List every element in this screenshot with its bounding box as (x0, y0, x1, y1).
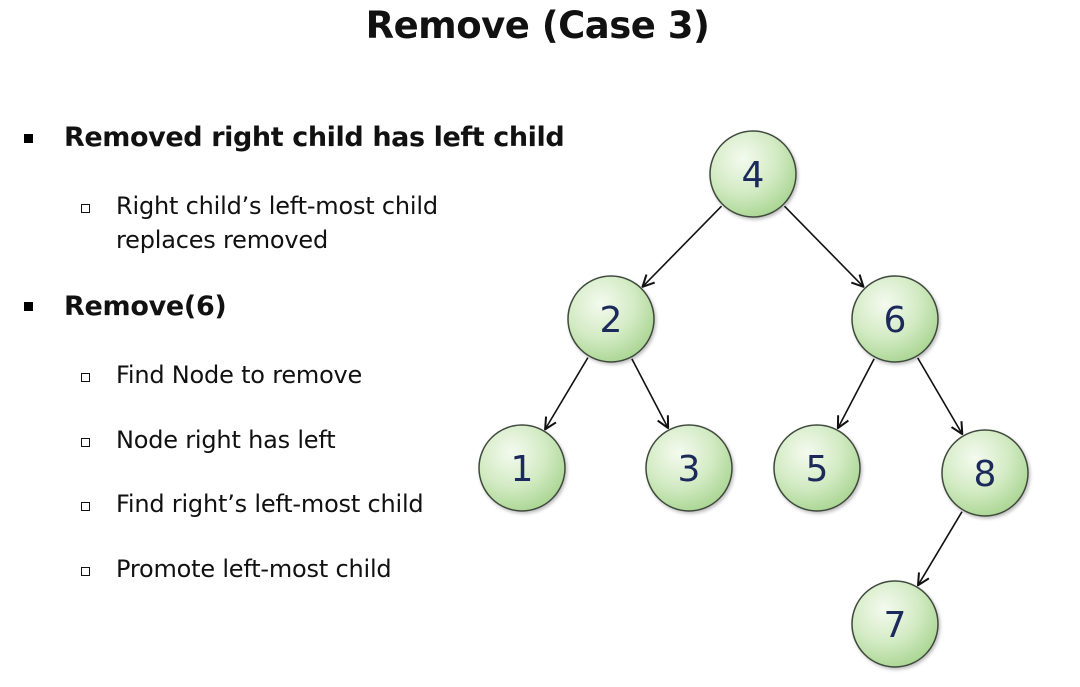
node-circle (567, 275, 655, 363)
sub-bullet-text-continued: replaces removed (116, 226, 328, 254)
hollow-square-bullet-icon (81, 438, 90, 447)
slide-title: Remove (Case 3) (365, 4, 710, 47)
tree-edge-4-6 (783, 205, 865, 288)
square-bullet-icon (24, 302, 33, 311)
node-label: 4 (742, 155, 765, 196)
node-circle (851, 580, 939, 668)
node-label: 5 (806, 449, 829, 490)
tree-node-6: 6 (851, 275, 939, 363)
tree-edge-2-3 (631, 358, 670, 430)
node-label: 8 (974, 454, 997, 495)
sub-bullet-text: Right child’s left-most child (116, 192, 438, 220)
node-circle (645, 424, 733, 512)
node-label: 2 (600, 300, 623, 341)
bullet-remove-6: Remove(6) (64, 291, 227, 322)
tree-edge-6-5 (836, 358, 875, 430)
tree-node-4: 4 (709, 130, 797, 218)
tree-node-5: 5 (773, 424, 861, 512)
square-bullet-icon (24, 134, 33, 143)
node-label: 1 (511, 449, 534, 490)
node-circle (773, 424, 861, 512)
node-circle (941, 429, 1029, 517)
tree-node-1: 1 (478, 424, 566, 512)
node-circle (709, 130, 797, 218)
sub-bullet-find-node: Find Node to remove (116, 361, 363, 389)
node-circle (851, 275, 939, 363)
tree-node-3: 3 (645, 424, 733, 512)
tree-edge-8-7 (916, 511, 963, 587)
tree-edges (544, 205, 964, 587)
hollow-square-bullet-icon (81, 204, 90, 213)
hollow-square-bullet-icon (81, 373, 90, 382)
sub-bullet-find-leftmost: Find right’s left-most child (116, 490, 424, 518)
tree-node-7: 7 (851, 580, 939, 668)
bullet-removed-right-child: Removed right child has left child (64, 122, 565, 153)
sub-bullet-promote: Promote left-most child (116, 555, 392, 583)
node-label: 3 (678, 449, 701, 490)
hollow-square-bullet-icon (81, 567, 90, 576)
node-label: 7 (884, 605, 907, 646)
hollow-square-bullet-icon (81, 502, 90, 511)
tree-edge-2-1 (544, 357, 589, 431)
tree-edge-6-8 (917, 357, 964, 436)
node-circle (478, 424, 566, 512)
sub-bullet-node-right-has-left: Node right has left (116, 426, 336, 454)
bullet-list: Removed right child has left child Right… (24, 122, 565, 583)
tree-node-2: 2 (567, 275, 655, 363)
tree-edge-4-2 (641, 205, 723, 288)
tree-node-8: 8 (941, 429, 1029, 517)
node-label: 6 (884, 300, 907, 341)
